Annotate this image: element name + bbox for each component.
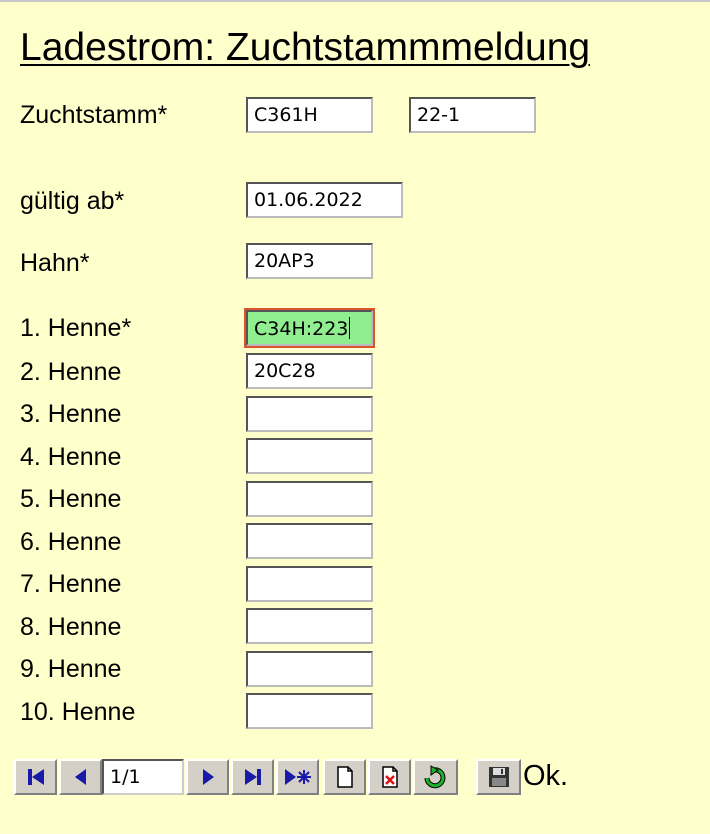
- henne-9-label: 9. Henne: [20, 655, 122, 683]
- previous-record-icon: [74, 769, 86, 785]
- henne-3-label: 3. Henne: [20, 400, 122, 428]
- record-pager-input[interactable]: 1/1: [102, 759, 184, 795]
- henne-4-label: 4. Henne: [20, 443, 122, 471]
- henne-8-input[interactable]: [246, 608, 373, 644]
- zuchtstamm-suffix-input[interactable]: 22-1: [409, 97, 536, 133]
- henne-2-label: 2. Henne: [20, 358, 122, 386]
- henne-7-label: 7. Henne: [20, 570, 122, 598]
- henne-5-input[interactable]: [246, 481, 373, 517]
- next-record-button[interactable]: [186, 759, 229, 795]
- henne-4-input[interactable]: [246, 438, 373, 474]
- last-record-button[interactable]: [231, 759, 274, 795]
- zuchtstamm-input[interactable]: C361H: [246, 97, 373, 133]
- new-record-icon: [284, 769, 311, 785]
- delete-record-button[interactable]: [368, 759, 411, 795]
- henne-3-input[interactable]: [246, 396, 373, 432]
- new-record-button[interactable]: [276, 759, 319, 795]
- henne-6-input[interactable]: [246, 523, 373, 559]
- henne-9-input[interactable]: [246, 651, 373, 687]
- henne-1-input[interactable]: C34H:223: [244, 308, 375, 348]
- text-caret: [349, 317, 351, 339]
- henne-5-label: 5. Henne: [20, 485, 122, 513]
- gueltig-ab-label: gültig ab*: [20, 187, 125, 215]
- new-document-icon: [336, 766, 353, 788]
- gueltig-ab-input[interactable]: 01.06.2022: [246, 182, 403, 218]
- last-record-icon: [244, 769, 261, 785]
- top-border: [0, 0, 710, 2]
- new-document-button[interactable]: [323, 759, 366, 795]
- henne-1-label: 1. Henne*: [20, 314, 132, 342]
- henne-7-input[interactable]: [246, 566, 373, 602]
- henne-2-input[interactable]: 20C28: [246, 353, 373, 389]
- henne-8-label: 8. Henne: [20, 613, 122, 641]
- first-record-button[interactable]: [14, 759, 57, 795]
- save-button[interactable]: [476, 759, 521, 795]
- previous-record-button[interactable]: [59, 759, 102, 795]
- delete-record-icon: [381, 766, 398, 788]
- zuchtstamm-label: Zuchtstamm*: [20, 101, 168, 129]
- first-record-icon: [27, 769, 44, 785]
- hahn-input[interactable]: 20AP3: [246, 243, 373, 279]
- henne-1-value: C34H:223: [254, 318, 349, 340]
- hahn-label: Hahn*: [20, 249, 90, 277]
- henne-10-label: 10. Henne: [20, 698, 136, 726]
- henne-10-input[interactable]: [246, 693, 373, 729]
- refresh-button[interactable]: [413, 759, 458, 795]
- status-text: Ok.: [523, 760, 569, 792]
- page-title: Ladestrom: Zuchtstammmeldung: [20, 26, 591, 69]
- next-record-icon: [202, 769, 214, 785]
- save-icon: [488, 767, 509, 787]
- henne-6-label: 6. Henne: [20, 528, 122, 556]
- refresh-icon: [424, 765, 445, 789]
